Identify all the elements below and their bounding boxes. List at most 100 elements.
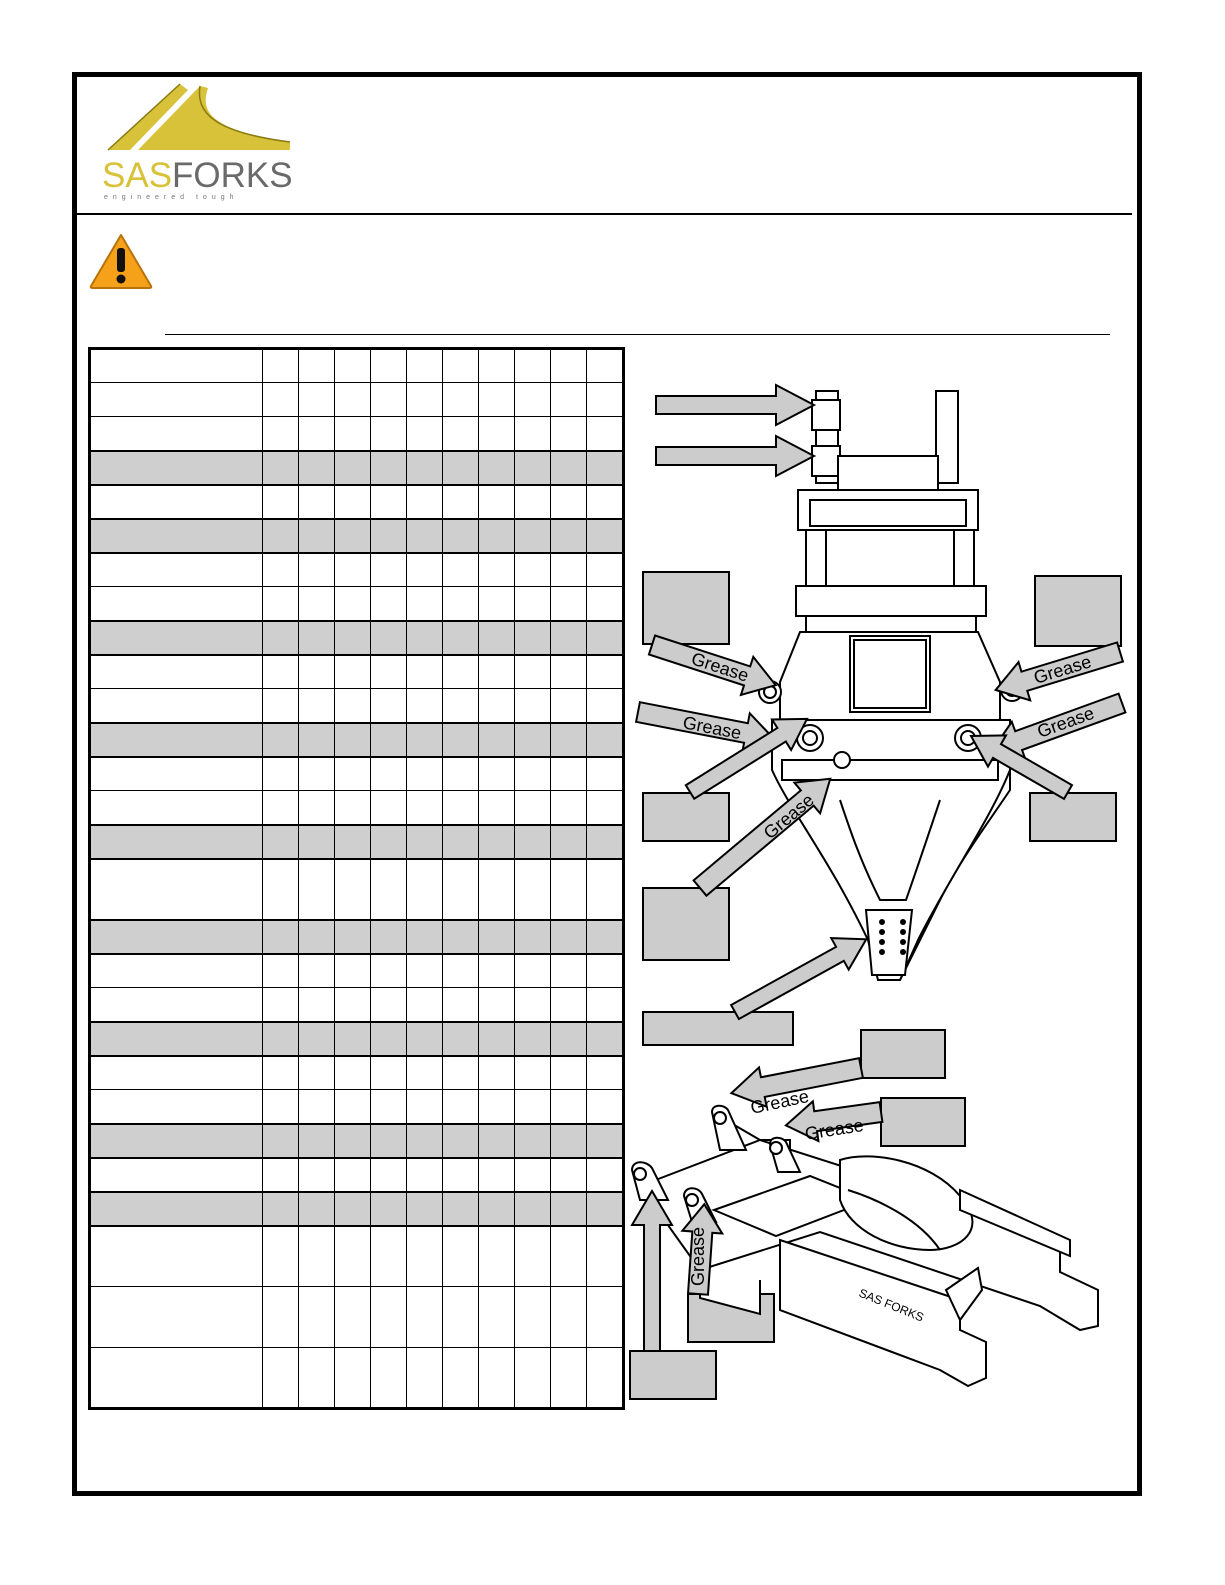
check-cell [586,1286,624,1348]
check-cell [550,484,587,519]
table-row [89,1122,624,1159]
check-cell [334,953,371,988]
check-cell [586,918,624,955]
check-cell [478,858,515,920]
check-cell [298,1286,335,1348]
row-label-cell [89,1286,263,1348]
check-cell [586,1347,624,1409]
check-cell [370,1122,407,1159]
check-cell [262,1020,299,1057]
table-row [89,721,624,758]
check-cell [586,348,624,383]
row-label-cell [89,619,263,656]
table-row [89,552,624,587]
check-cell [586,1190,624,1227]
check-cell [298,586,335,621]
svg-text:Grease: Grease [681,712,743,743]
check-cell [370,953,407,988]
check-cell [550,619,587,656]
table-row [89,348,624,383]
table-row [89,619,624,656]
row-label-cell [89,1089,263,1124]
check-cell [586,987,624,1022]
check-cell [550,1020,587,1057]
check-cell [370,756,407,791]
check-cell [550,688,587,723]
table-row [89,918,624,955]
check-cell [550,721,587,758]
check-cell [370,619,407,656]
check-cell [298,953,335,988]
check-cell [478,1157,515,1192]
check-cell [514,1347,551,1409]
row-label-cell [89,1347,263,1409]
check-cell [442,918,479,955]
check-cell [262,449,299,486]
row-label-cell [89,721,263,758]
check-cell [406,688,443,723]
check-cell [370,918,407,955]
check-cell [406,449,443,486]
check-cell [262,1190,299,1227]
check-cell [298,823,335,860]
check-cell [550,586,587,621]
check-cell [442,1122,479,1159]
check-cell [514,1225,551,1287]
check-cell [514,987,551,1022]
check-cell [514,756,551,791]
table-row [89,858,624,920]
row-label-cell [89,552,263,587]
check-cell [406,953,443,988]
check-cell [370,552,407,587]
grapple-front-view [758,390,1024,981]
check-cell [514,918,551,955]
svg-text:Grease: Grease [689,648,751,685]
check-cell [406,858,443,920]
check-cell [298,1122,335,1159]
table-row [89,1347,624,1409]
row-label-cell [89,348,263,383]
check-cell [442,953,479,988]
check-cell [586,654,624,689]
check-cell [334,721,371,758]
row-label-cell [89,1157,263,1192]
check-cell [406,1122,443,1159]
table-row [89,382,624,417]
table-row [89,449,624,486]
check-cell [478,1020,515,1057]
callout-box [629,571,1122,1400]
row-label-cell [89,790,263,825]
brand-name-part2: FORKS [172,156,293,195]
check-cell [298,858,335,920]
check-cell [334,823,371,860]
check-cell [514,1089,551,1124]
check-cell [514,449,551,486]
check-cell [334,382,371,417]
check-cell [298,619,335,656]
check-cell [586,721,624,758]
row-label-cell [89,517,263,554]
section-rule [165,334,1110,335]
check-cell [586,953,624,988]
check-cell [442,790,479,825]
check-cell [298,1347,335,1409]
row-label-cell [89,382,263,417]
check-cell [406,721,443,758]
row-label-cell [89,756,263,791]
table-row [89,1286,624,1348]
check-cell [478,721,515,758]
row-label-cell [89,1020,263,1057]
check-cell [550,1225,587,1287]
table-row [89,654,624,689]
check-cell [262,918,299,955]
check-cell [550,918,587,955]
check-cell [334,552,371,587]
check-cell [586,1225,624,1287]
table-row [89,1225,624,1287]
page-frame [72,72,1142,1496]
check-cell [550,517,587,554]
check-cell [514,823,551,860]
check-cell [334,1190,371,1227]
warning-triangle-icon [89,234,153,289]
grease-arrow [630,1057,884,1352]
